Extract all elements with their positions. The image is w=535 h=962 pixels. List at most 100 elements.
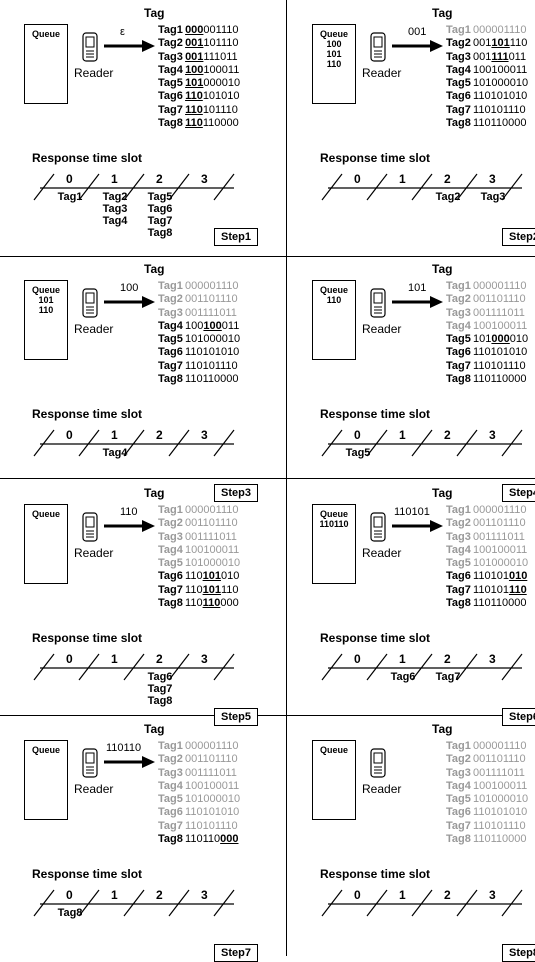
response-time-slot-label: Response time slot [32,407,143,421]
slot-number: 1 [111,428,118,442]
queue-label: Queue [319,29,348,39]
tag-id-prefix: 110101110 [182,359,238,372]
tag-name: Tag6 [158,346,183,359]
reader-label: Reader [74,546,114,560]
tag-id-highlight: 101 [202,583,221,596]
tag-id-prefix: 101000010 [182,557,241,570]
reader-label: Reader [362,546,402,560]
tag-id-suffix: 001110 [203,24,239,36]
tag-row: Tag1 000001110 [446,24,528,37]
tag-id-prefix: 110101 [470,583,509,596]
tag-row: Tag6 110101010 [158,346,240,359]
tag-name: Tag5 [158,333,183,346]
tag-row: Tag1 000001110 [446,504,528,517]
tag-name: Tag6 [446,570,471,583]
tag-row: Tag8 110110000 [158,117,240,130]
tag-row: Tag2 001101110 [158,37,240,50]
tag-row: Tag6 110101010 [158,570,240,583]
tag-name: Tag3 [158,766,183,779]
tag-id-prefix: 110101110 [470,359,526,372]
tag-name: Tag7 [446,819,471,832]
tag-id-prefix: 101000010 [470,77,529,90]
slot-tags: Tag7 [428,671,468,683]
tag-row: Tag8 110110000 [158,833,240,846]
slot-tag: Tag6 [390,671,416,683]
tag-id-highlight: 101 [491,37,510,50]
queue-label: Queue [31,745,60,755]
slot-tags: Tag8 [50,907,90,919]
tag-id-prefix: 001111011 [470,530,525,543]
reader-device-icon [370,288,386,318]
tag-row: Tag5 101000010 [446,333,528,346]
slot-tag: Tag8 [147,695,173,707]
tag-id-prefix: 001101110 [470,517,526,530]
slot-number: 1 [399,652,406,666]
tag-id-suffix: 111011 [203,50,238,63]
tag-row: Tag6 110101010 [158,90,240,103]
tag-id-highlight: 111 [491,50,509,63]
slot-number: 3 [489,172,496,186]
tag-id-highlight: 101 [202,570,221,583]
slot-number: 0 [66,652,73,666]
reader-command: ε [120,26,125,38]
tag-id-suffix: 000 [220,597,239,610]
tag-row: Tag2 001101110 [158,293,240,306]
tag-id-prefix: 110101010 [182,346,240,359]
queue-label: Queue [31,285,60,295]
tag-row: Tag5 101000010 [158,77,240,90]
slot-number: 0 [354,172,361,186]
tag-name: Tag3 [446,50,471,63]
tag-id-prefix: 100100011 [470,543,528,556]
tag-id-prefix: 001111011 [470,766,525,779]
slot-number: 2 [156,888,163,902]
slot-timeline [33,653,235,681]
reader-label: Reader [362,322,402,336]
tag-id-highlight: 100 [185,63,204,76]
slot-timeline [33,889,235,917]
slot-tag: Tag1 [57,191,83,203]
tag-name: Tag8 [446,597,471,610]
tag-header: Tag [432,486,453,500]
slot-number: 1 [111,652,118,666]
queue-box: Queue [24,740,68,820]
slot-tag: Tag7 [435,671,461,683]
tag-row: Tag6 110101010 [446,346,528,359]
tag-name: Tag8 [158,117,183,130]
tag-id-highlight: 000 [185,24,204,36]
tag-row: Tag4 100100011 [446,544,528,557]
reader-label: Reader [362,66,402,80]
tag-id-highlight: 110 [185,90,203,103]
tag-name: Tag5 [158,77,183,90]
tag-row: Tag3 001111011 [158,531,240,544]
slot-tag: Tag7 [147,215,173,227]
tag-id-prefix: 110101110 [182,819,238,832]
tag-name: Tag3 [158,530,183,543]
tag-header: Tag [144,722,165,736]
tag-id-prefix: 100100011 [470,779,528,792]
tag-name: Tag8 [446,833,471,846]
tag-id-prefix: 101000010 [470,557,529,570]
arrow-right-icon [392,520,443,532]
tag-name: Tag1 [158,280,183,292]
slot-number: 3 [489,652,496,666]
tag-row: Tag8 110110000 [446,117,528,130]
tag-id-suffix: 010 [509,333,529,346]
slot-number: 2 [156,172,163,186]
tag-id-prefix: 110110 [182,833,221,846]
tag-row: Tag7 110101110 [158,104,240,117]
slot-tags: Tag5 [338,447,378,459]
tag-row: Tag7 110101110 [446,584,528,597]
tag-name: Tag1 [158,740,183,752]
tag-id-prefix: 110101110 [470,819,526,832]
tag-name: Tag4 [158,319,183,332]
tag-row: Tag1 000001110 [158,740,240,753]
reader-label: Reader [74,782,114,796]
tag-row: Tag2 001101110 [158,517,240,530]
tag-id-highlight: 110 [185,117,203,130]
tag-name: Tag5 [446,77,471,90]
